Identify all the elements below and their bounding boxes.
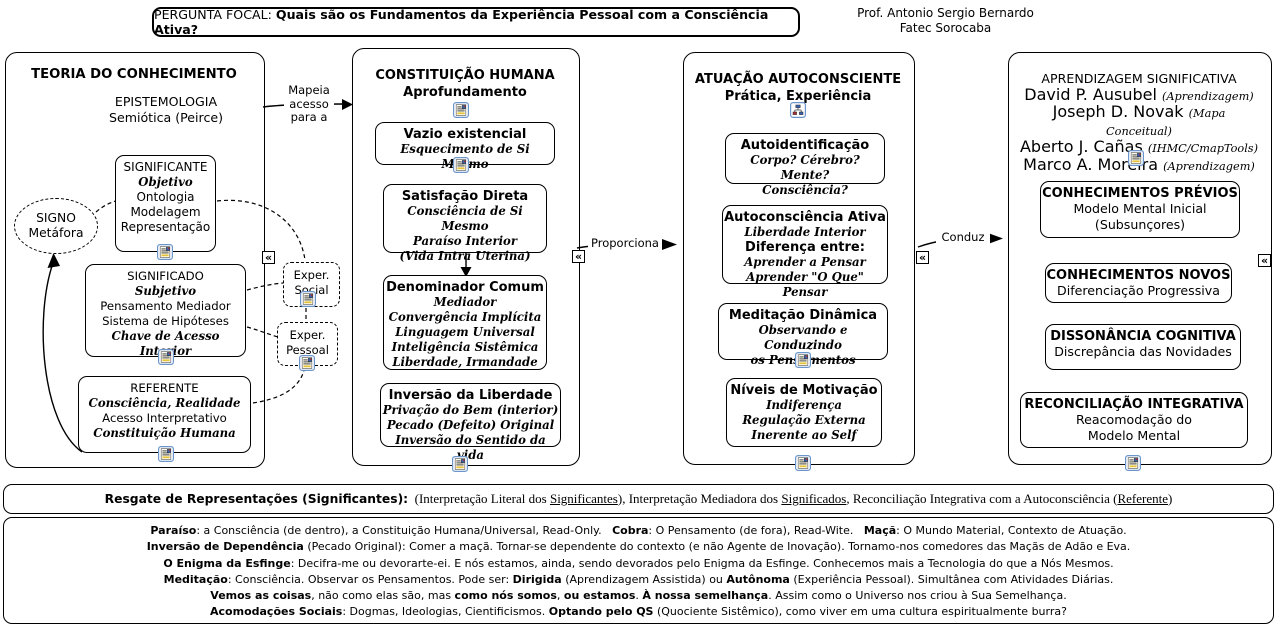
- annotation-notes-box[interactable]: Paraíso: a Consciência (de dentro), a Co…: [3, 517, 1274, 624]
- resource-icon[interactable]: [157, 244, 174, 261]
- legend-bar[interactable]: Resgate de Representações (Significantes…: [3, 484, 1274, 514]
- link-label-conduz[interactable]: Conduz: [936, 230, 990, 245]
- collapse-chevron-icon[interactable]: «: [572, 250, 585, 263]
- link-label-mapeia[interactable]: Mapeia acesso para a: [284, 83, 334, 125]
- resource-icon[interactable]: [452, 456, 469, 473]
- focal-question-text: PERGUNTA FOCAL: Quais são os Fundamentos…: [154, 7, 769, 37]
- resource-icon[interactable]: [1125, 455, 1142, 472]
- resource-icon[interactable]: [300, 291, 317, 308]
- resource-icon[interactable]: [795, 352, 812, 369]
- resource-icon[interactable]: [158, 349, 175, 366]
- concept-map-icon[interactable]: [790, 102, 807, 119]
- collapse-chevron-icon[interactable]: «: [262, 251, 275, 264]
- resource-icon[interactable]: [453, 157, 470, 174]
- resource-icon[interactable]: [453, 102, 470, 119]
- resource-icon[interactable]: [299, 355, 316, 372]
- collapse-chevron-icon[interactable]: «: [916, 251, 929, 264]
- legend-bar-text: Resgate de Representações (Significantes…: [104, 491, 1173, 506]
- resource-icon[interactable]: [795, 455, 812, 472]
- focal-question-box[interactable]: PERGUNTA FOCAL: Quais são os Fundamentos…: [152, 7, 800, 37]
- resource-icon[interactable]: [1128, 150, 1145, 167]
- link-label-proporciona[interactable]: Proporciona: [588, 236, 662, 251]
- col1-title: TEORIA DO CONHECIMENTO: [31, 67, 237, 82]
- collapse-chevron-icon[interactable]: «: [1258, 254, 1271, 267]
- resource-icon[interactable]: [158, 446, 175, 463]
